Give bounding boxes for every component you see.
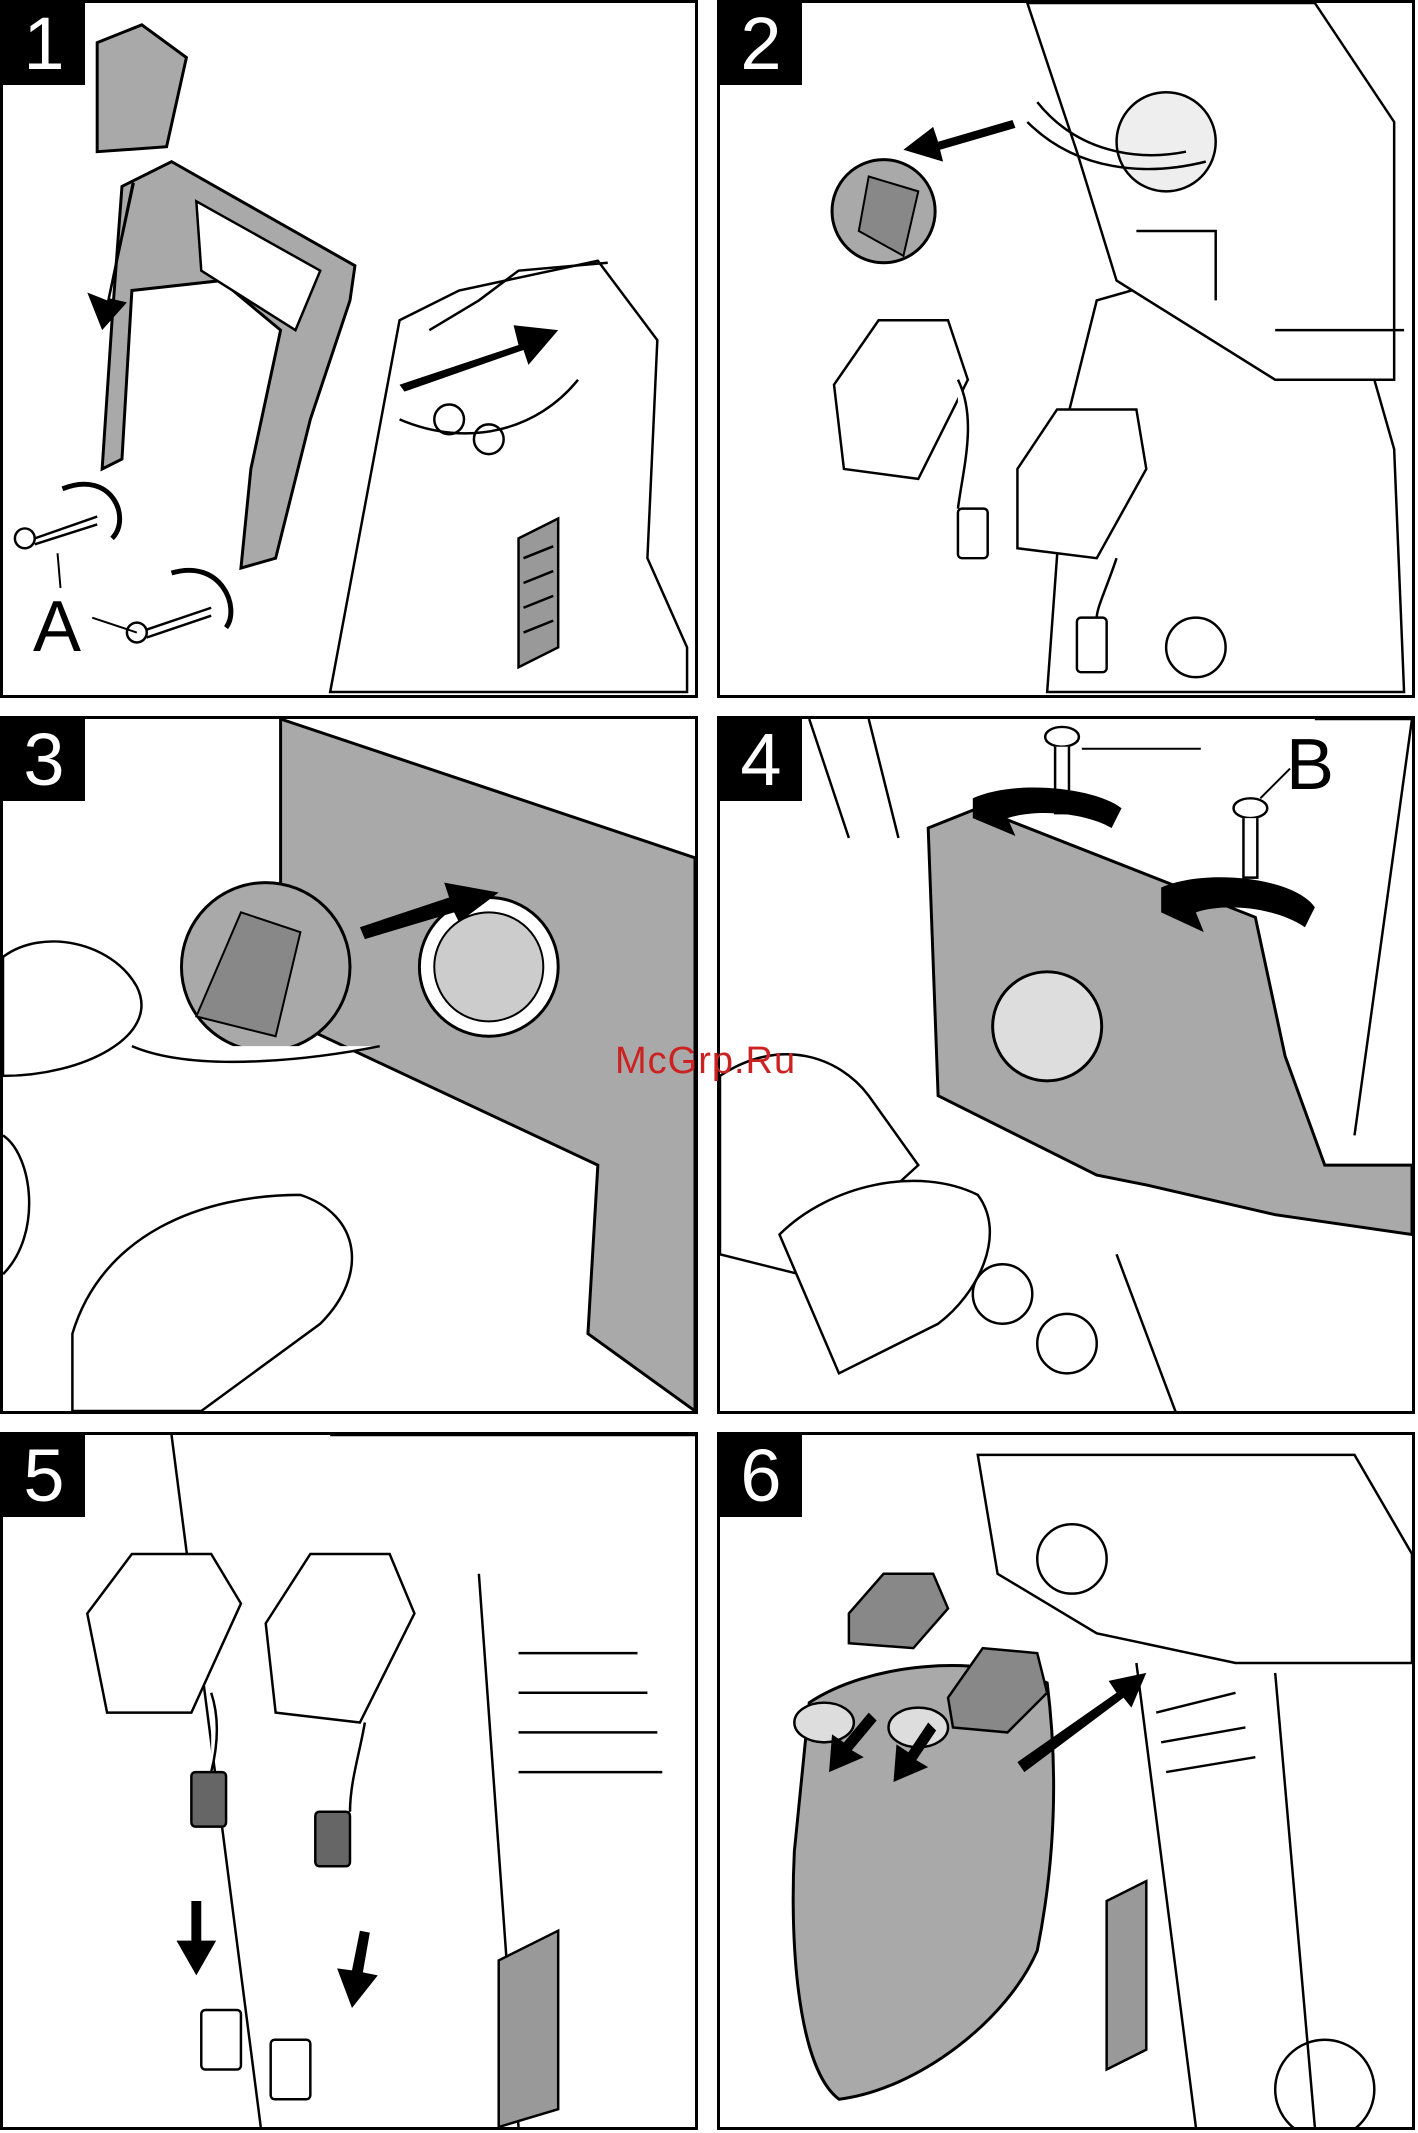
panel-2-illustration [720, 3, 1412, 695]
panel-4-illustration [720, 719, 1412, 1411]
knob-part [993, 972, 1102, 1081]
panel-5-illustration [3, 1435, 695, 2127]
step-number: 3 [3, 719, 85, 801]
step-number: 5 [3, 1435, 85, 1517]
panel-3-illustration [3, 719, 695, 1411]
down-arrow-icon [176, 1901, 216, 1975]
step-number: 2 [720, 3, 802, 85]
step-number: 4 [720, 719, 802, 801]
panel-1: 1 A [0, 0, 698, 698]
callout-label-b: B [1286, 729, 1334, 801]
panel-6: 6 [717, 1432, 1415, 2130]
step-number: 1 [3, 3, 85, 85]
panel-4: 4 B [717, 716, 1415, 1414]
panel-3: 3 [0, 716, 698, 1414]
step-number: 6 [720, 1435, 802, 1517]
watermark: McGrp.Ru [615, 1040, 796, 1083]
panel-6-illustration [720, 1435, 1412, 2127]
callout-label-a: A [33, 591, 81, 663]
panel-5: 5 [0, 1432, 698, 2130]
panel-1-illustration [3, 3, 695, 695]
panel-2: 2 [717, 0, 1415, 698]
left-arrow-icon [903, 120, 1015, 162]
cap-part [97, 25, 186, 152]
down-arrow-icon [337, 1931, 378, 2008]
